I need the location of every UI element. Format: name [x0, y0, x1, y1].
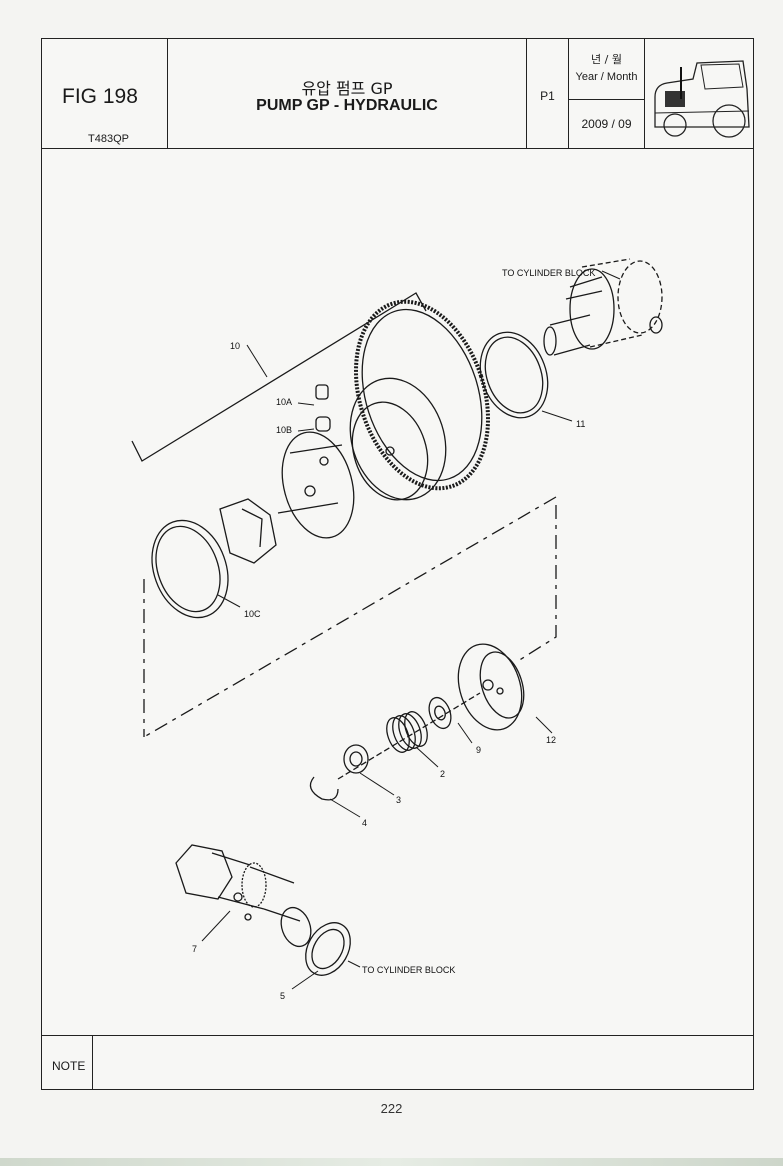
outer-rotor	[277, 431, 355, 539]
label-2: 2	[440, 769, 445, 779]
year-month-value: 2009 / 09	[581, 117, 632, 131]
year-month-label: Year / Month	[575, 71, 638, 83]
label-10: 10	[230, 341, 240, 351]
part-7-fitting	[175, 844, 312, 948]
title-english: PUMP GP - HYDRAULIC	[256, 97, 438, 114]
page-number: 222	[380, 1101, 403, 1116]
drawing-frame: FIG 198 T483QP 유압 펌프 GP PUMP GP - HYDRAU…	[41, 38, 754, 1090]
part-10c-ring	[151, 519, 229, 619]
label-3: 3	[396, 795, 401, 805]
assembly-bracket	[131, 292, 427, 462]
tractor-icon	[654, 60, 750, 138]
part-3-seat	[343, 744, 369, 774]
label-5: 5	[280, 991, 285, 1001]
exploded-parts-diagram: TO CYLINDER BLOCK 10 10A 10B 11 10C 12 9…	[131, 258, 663, 1001]
label-4: 4	[362, 818, 367, 828]
title-cell: 유압 펌프 GP PUMP GP - HYDRAULIC	[168, 39, 527, 148]
label-10a: 10A	[276, 397, 292, 407]
page-label: P1	[540, 89, 555, 103]
label-10b: 10B	[276, 425, 292, 435]
part-9-washer	[428, 696, 452, 730]
tractor-icon-cell	[645, 39, 753, 148]
note-label: NOTE	[52, 1059, 86, 1073]
part-4-circlip	[309, 776, 339, 801]
label-to-cylinder-bottom: TO CYLINDER BLOCK	[362, 965, 455, 975]
label-11: 11	[576, 419, 585, 429]
figure-number: FIG 198	[62, 85, 138, 108]
part-12-plate	[457, 643, 525, 731]
part-5-washer	[305, 922, 351, 976]
part-2-spring	[386, 711, 428, 753]
year-month-cell: 년 / 월 Year / Month 2009 / 09	[569, 39, 645, 148]
label-12: 12	[546, 735, 556, 745]
figure-code: T483QP	[88, 133, 129, 145]
label-10c: 10C	[244, 609, 261, 619]
part-10b-pin	[315, 416, 331, 432]
page-cell: P1	[527, 39, 569, 148]
label-7: 7	[192, 944, 197, 954]
cylinder-connector-top	[543, 258, 663, 356]
label-9: 9	[476, 745, 481, 755]
scan-edge	[0, 1158, 783, 1166]
part-10a-pin	[315, 384, 329, 400]
title-korean: 유압 펌프 GP	[301, 79, 393, 98]
label-to-cylinder-top: TO CYLINDER BLOCK	[502, 268, 595, 278]
inner-rotor	[219, 498, 277, 564]
drive-gear	[349, 299, 491, 501]
year-month-label-korean: 년 / 월	[591, 53, 622, 66]
fig-cell: FIG 198 T483QP	[42, 39, 168, 148]
